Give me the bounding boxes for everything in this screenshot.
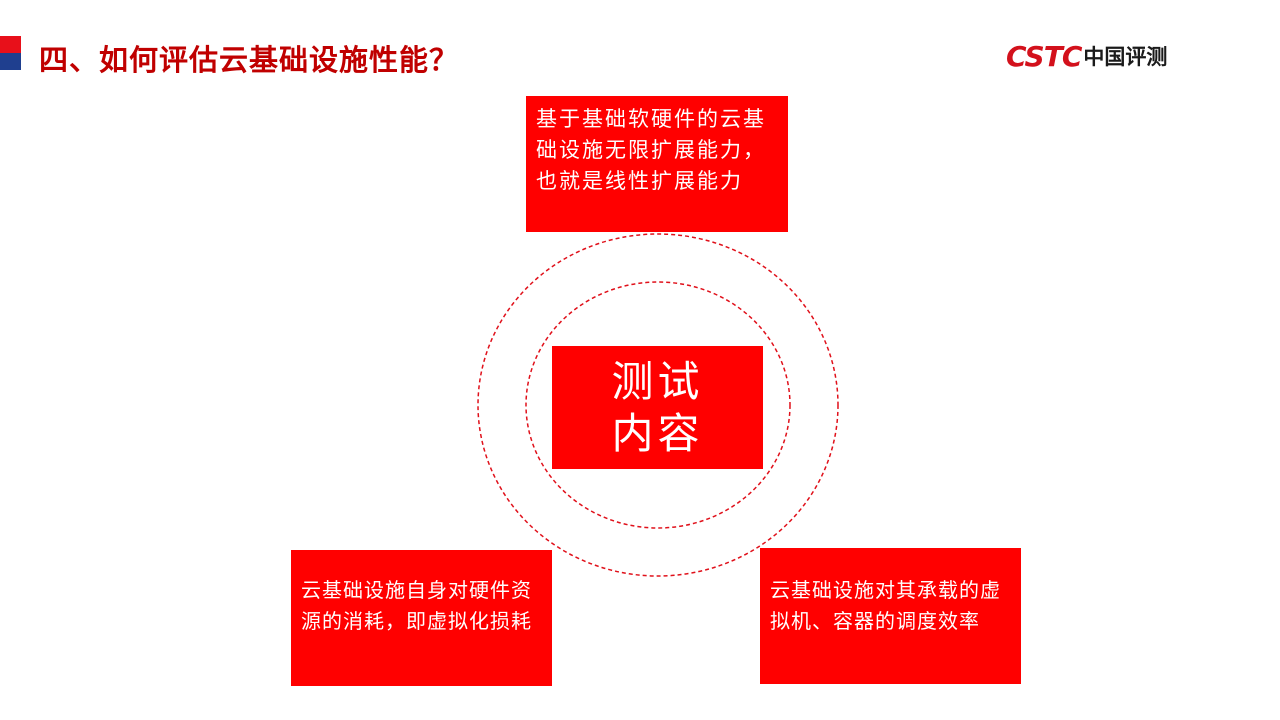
cstc-logo: CSTC中国评测 (1006, 40, 1167, 74)
center-box: 测试 内容 (552, 346, 763, 469)
inner-dashed-ring (525, 281, 791, 529)
corner-accent-red (0, 36, 21, 53)
page-title: 四、如何评估云基础设施性能？ (39, 43, 460, 77)
center-label-line1: 测试 (611, 357, 704, 406)
logo-mark: CSTC (1006, 40, 1082, 73)
bottom-right-text-box: 云基础设施对其承载的虚拟机、容器的调度效率 (760, 548, 1021, 684)
top-text-box: 基于基础软硬件的云基础设施无限扩展能力，也就是线性扩展能力 (526, 96, 788, 232)
outer-dashed-ring (477, 233, 839, 577)
center-label-line2: 内容 (611, 409, 704, 458)
bottom-left-text-box: 云基础设施自身对硬件资源的消耗，即虚拟化损耗 (291, 550, 552, 686)
logo-text: 中国评测 (1083, 45, 1168, 69)
